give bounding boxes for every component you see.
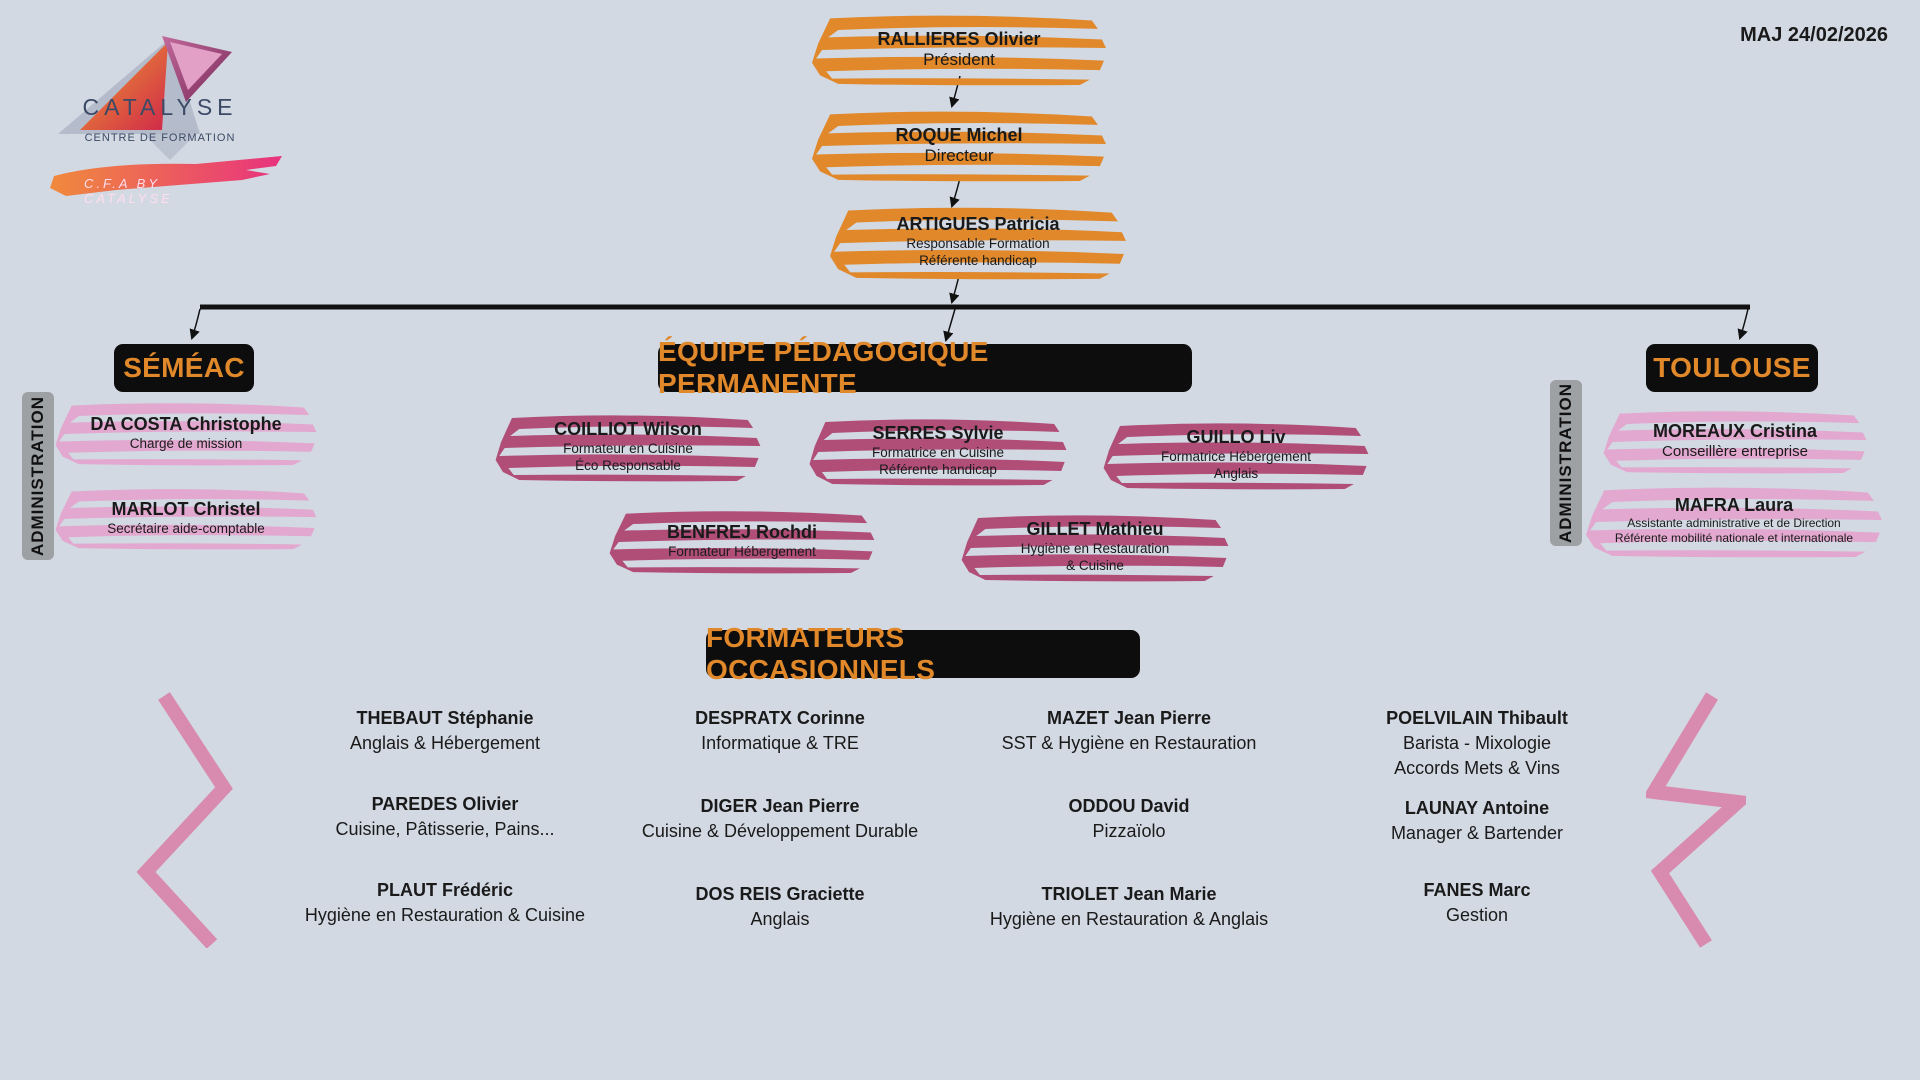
admin-label: ADMINISTRATION [28,395,47,557]
person-role: SST & Hygiène en Restauration [1001,733,1257,753]
person-name: COILLIOT Wilson [554,419,702,440]
update-date: MAJ 24/02/2026 [1740,24,1888,46]
person-role: Manager & Bartender [1390,823,1564,843]
toulouse-staff-card: MAFRA Laura Assistante administrative et… [1582,484,1886,558]
person-role: Éco Responsable [575,458,681,474]
occasional-trainer: DOS REIS Graciette Anglais [620,882,940,932]
equipe-staff-card: GILLET Mathieu Hygiène en Restauration &… [958,512,1232,582]
person-role: Pizzaïolo [1092,821,1166,841]
person-name: ROQUE Michel [895,124,1023,145]
badge-brush-icon [50,156,282,196]
person-role: Hygiène en Restauration & Anglais [989,909,1269,929]
person-role: Formateur en Cuisine [563,440,693,456]
person-name: TRIOLET Jean Marie [1041,884,1217,904]
header-occasionnels: FORMATEURS OCCASIONNELS [706,622,1140,685]
person-role: Secrétaire aide-comptable [107,520,265,536]
person-role: Formatrice Hébergement [1160,448,1312,464]
semeac-staff-card: MARLOT Christel Secrétaire aide-comptabl… [52,486,320,550]
person-name: DOS REIS Graciette [695,884,865,904]
person-name: DA COSTA Christophe [90,413,282,434]
person-name: PLAUT Frédéric [376,880,514,900]
equipe-staff-card: COILLIOT Wilson Formateur en Cuisine Éco… [492,412,764,482]
person-name: GUILLO Liv [1186,427,1286,448]
person-role: Anglais [1213,466,1259,482]
person-role: Assistante administrative et de Directio… [1627,515,1841,530]
equipe-staff-card: BENFREJ Rochdi Formateur Hébergement [606,508,878,574]
person-name: DESPRATX Corinne [695,708,865,728]
logo-badge: C.F.A BY CATALYSE [84,176,173,206]
person-role: Conseillère entreprise [1662,442,1808,460]
equipe-staff-card: SERRES Sylvie Formatrice en Cuisine Réfé… [806,416,1070,486]
logo-subtitle: CENTRE DE FORMATION [84,132,236,144]
occasional-trainer: DESPRATX Corinne Informatique & TRE [620,706,940,756]
person-role: Président [923,49,995,69]
header-semeac: SÉMÉAC [114,344,254,392]
person-role: Responsable Formation [906,235,1050,251]
toulouse-staff-card: MOREAUX Cristina Conseillère entreprise [1600,408,1870,474]
logo-brand: CATALYSE [82,94,238,120]
person-role: & Cuisine [1066,558,1124,574]
person-name: ODDOU David [1068,796,1190,816]
person-role: Hygiène en Restauration [1020,540,1170,556]
person-role: Anglais & Hébergement [349,733,541,753]
person-name: BENFREJ Rochdi [666,521,817,542]
person-role: Hygiène en Restauration & Cuisine [304,905,586,925]
person-role: Accords Mets & Vins [1394,758,1560,778]
person-role: Cuisine & Développement Durable [641,821,919,841]
direction-node-director: ROQUE Michel Directeur [808,108,1110,182]
person-name: THEBAUT Stéphanie [356,708,534,728]
logo-triangle-icon [58,36,232,160]
person-role: Référente handicap [879,462,997,478]
person-name: GILLET Mathieu [1026,519,1164,540]
person-role: Directeur [924,145,994,165]
occasional-trainer: LAUNAY Antoine Manager & Bartender [1317,796,1637,846]
person-name: POELVILAIN Thibault [1386,708,1568,728]
person-role: Anglais [750,909,810,929]
toulouse-admin-tag: ADMINISTRATION [1550,380,1582,546]
occasional-trainer: PLAUT Frédéric Hygiène en Restauration &… [285,878,605,928]
person-role: Barista - Mixologie [1402,733,1552,753]
person-role: Cuisine, Pâtisserie, Pains... [335,819,555,839]
occasional-trainer: FANES Marc Gestion [1317,878,1637,928]
header-toulouse: TOULOUSE [1646,344,1818,392]
occasional-trainer: THEBAUT Stéphanie Anglais & Hébergement [285,706,605,756]
occasional-trainer: MAZET Jean Pierre SST & Hygiène en Resta… [969,706,1289,756]
person-role: Formatrice en Cuisine [871,444,1005,460]
equipe-staff-card: GUILLO Liv Formatrice Hébergement Anglai… [1100,420,1372,490]
person-name: MAFRA Laura [1674,495,1794,516]
person-name: LAUNAY Antoine [1404,798,1550,818]
occasional-trainer: POELVILAIN Thibault Barista - Mixologie … [1317,706,1637,781]
person-role: Gestion [1445,905,1509,925]
person-name: MARLOT Christel [111,498,261,519]
person-role: Chargé de mission [129,435,243,451]
person-name: MOREAUX Cristina [1652,420,1818,441]
direction-node-president: RALLIERES Olivier Président [808,12,1110,86]
catalyse-logo: CATALYSE CENTRE DE FORMATION C.F.A BY CA… [40,30,300,210]
direction-node-training-manager: ARTIGUES Patricia Responsable Formation … [826,204,1130,280]
person-name: PAREDES Olivier [371,794,519,814]
person-name: RALLIERES Olivier [877,28,1041,49]
person-role: Référente handicap [919,253,1037,269]
semeac-admin-tag: ADMINISTRATION [22,392,54,560]
person-role: Formateur Hébergement [668,543,816,559]
semeac-staff-card: DA COSTA Christophe Chargé de mission [52,400,320,466]
admin-label: ADMINISTRATION [1556,382,1575,544]
left-zigzag-icon [136,692,233,948]
person-name: ARTIGUES Patricia [896,214,1060,235]
person-role: Informatique & TRE [701,733,859,753]
right-zigzag-icon [1646,692,1746,948]
occasional-trainer: PAREDES Olivier Cuisine, Pâtisserie, Pai… [285,792,605,842]
header-equipe: ÉQUIPE PÉDAGOGIQUE PERMANENTE [658,336,1192,399]
occasional-trainer: TRIOLET Jean Marie Hygiène en Restaurati… [969,882,1289,932]
occasional-trainer: DIGER Jean Pierre Cuisine & Développemen… [620,794,940,844]
person-name: MAZET Jean Pierre [1046,708,1212,728]
person-name: SERRES Sylvie [872,423,1004,444]
occasional-trainer: ODDOU David Pizzaïolo [969,794,1289,844]
person-name: FANES Marc [1423,880,1531,900]
person-role: Référente mobilité nationale et internat… [1614,531,1854,546]
person-name: DIGER Jean Pierre [700,796,860,816]
